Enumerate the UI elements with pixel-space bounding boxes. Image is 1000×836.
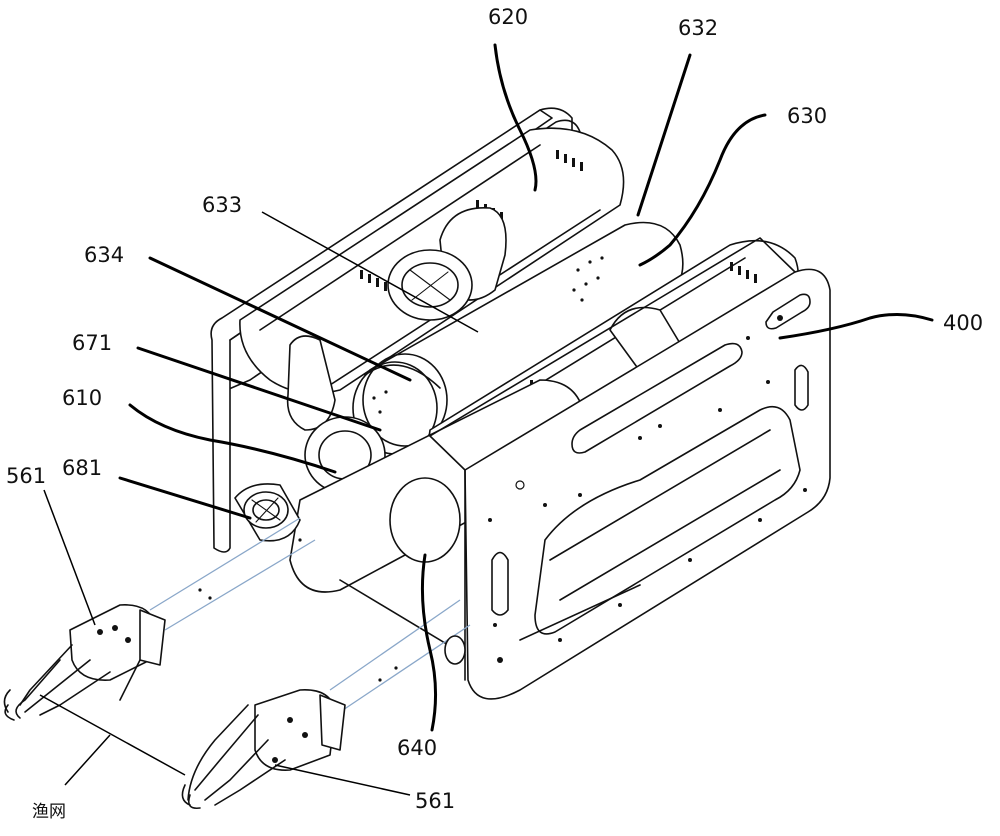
leader-net	[64, 734, 111, 786]
leader-671	[136, 346, 382, 432]
label-640: 640	[397, 736, 437, 760]
leader-640	[420, 553, 438, 732]
leader-400	[778, 313, 934, 340]
bottom-gripper	[181, 689, 346, 810]
label-633: 633	[202, 193, 242, 217]
upper-left-thruster-housing	[239, 127, 625, 431]
front-frame-plate	[339, 237, 831, 700]
label-630: 630	[787, 104, 827, 128]
fishing-net-line	[39, 694, 186, 776]
label-632: 632	[678, 16, 718, 40]
leader-633	[261, 211, 479, 333]
label-681: 681	[62, 456, 102, 480]
bottom-battery-cylinder	[234, 379, 601, 593]
leader-561-left	[43, 489, 96, 626]
label-561-bottom: 561	[415, 789, 455, 813]
leader-610	[128, 403, 337, 474]
leader-681	[118, 476, 252, 520]
label-400: 400	[943, 311, 983, 335]
cylinder-dots	[372, 256, 604, 414]
leader-632	[636, 53, 692, 217]
left-gripper	[3, 604, 166, 721]
leader-561-bottom	[274, 764, 411, 796]
label-671: 671	[72, 331, 112, 355]
leader-630	[638, 113, 767, 267]
leader-634	[148, 256, 412, 382]
label-561-left: 561	[6, 464, 46, 488]
label-net: 渔网	[32, 802, 66, 822]
label-610: 610	[62, 386, 102, 410]
part-labels: 620 632 630 633 634 671 610 681 561 400 …	[6, 5, 983, 822]
leader-620	[493, 43, 538, 192]
leader-lines	[43, 43, 934, 796]
label-620: 620	[488, 5, 528, 29]
front-plate-holes	[488, 315, 807, 663]
label-634: 634	[84, 243, 124, 267]
gripper-cables	[149, 517, 471, 713]
